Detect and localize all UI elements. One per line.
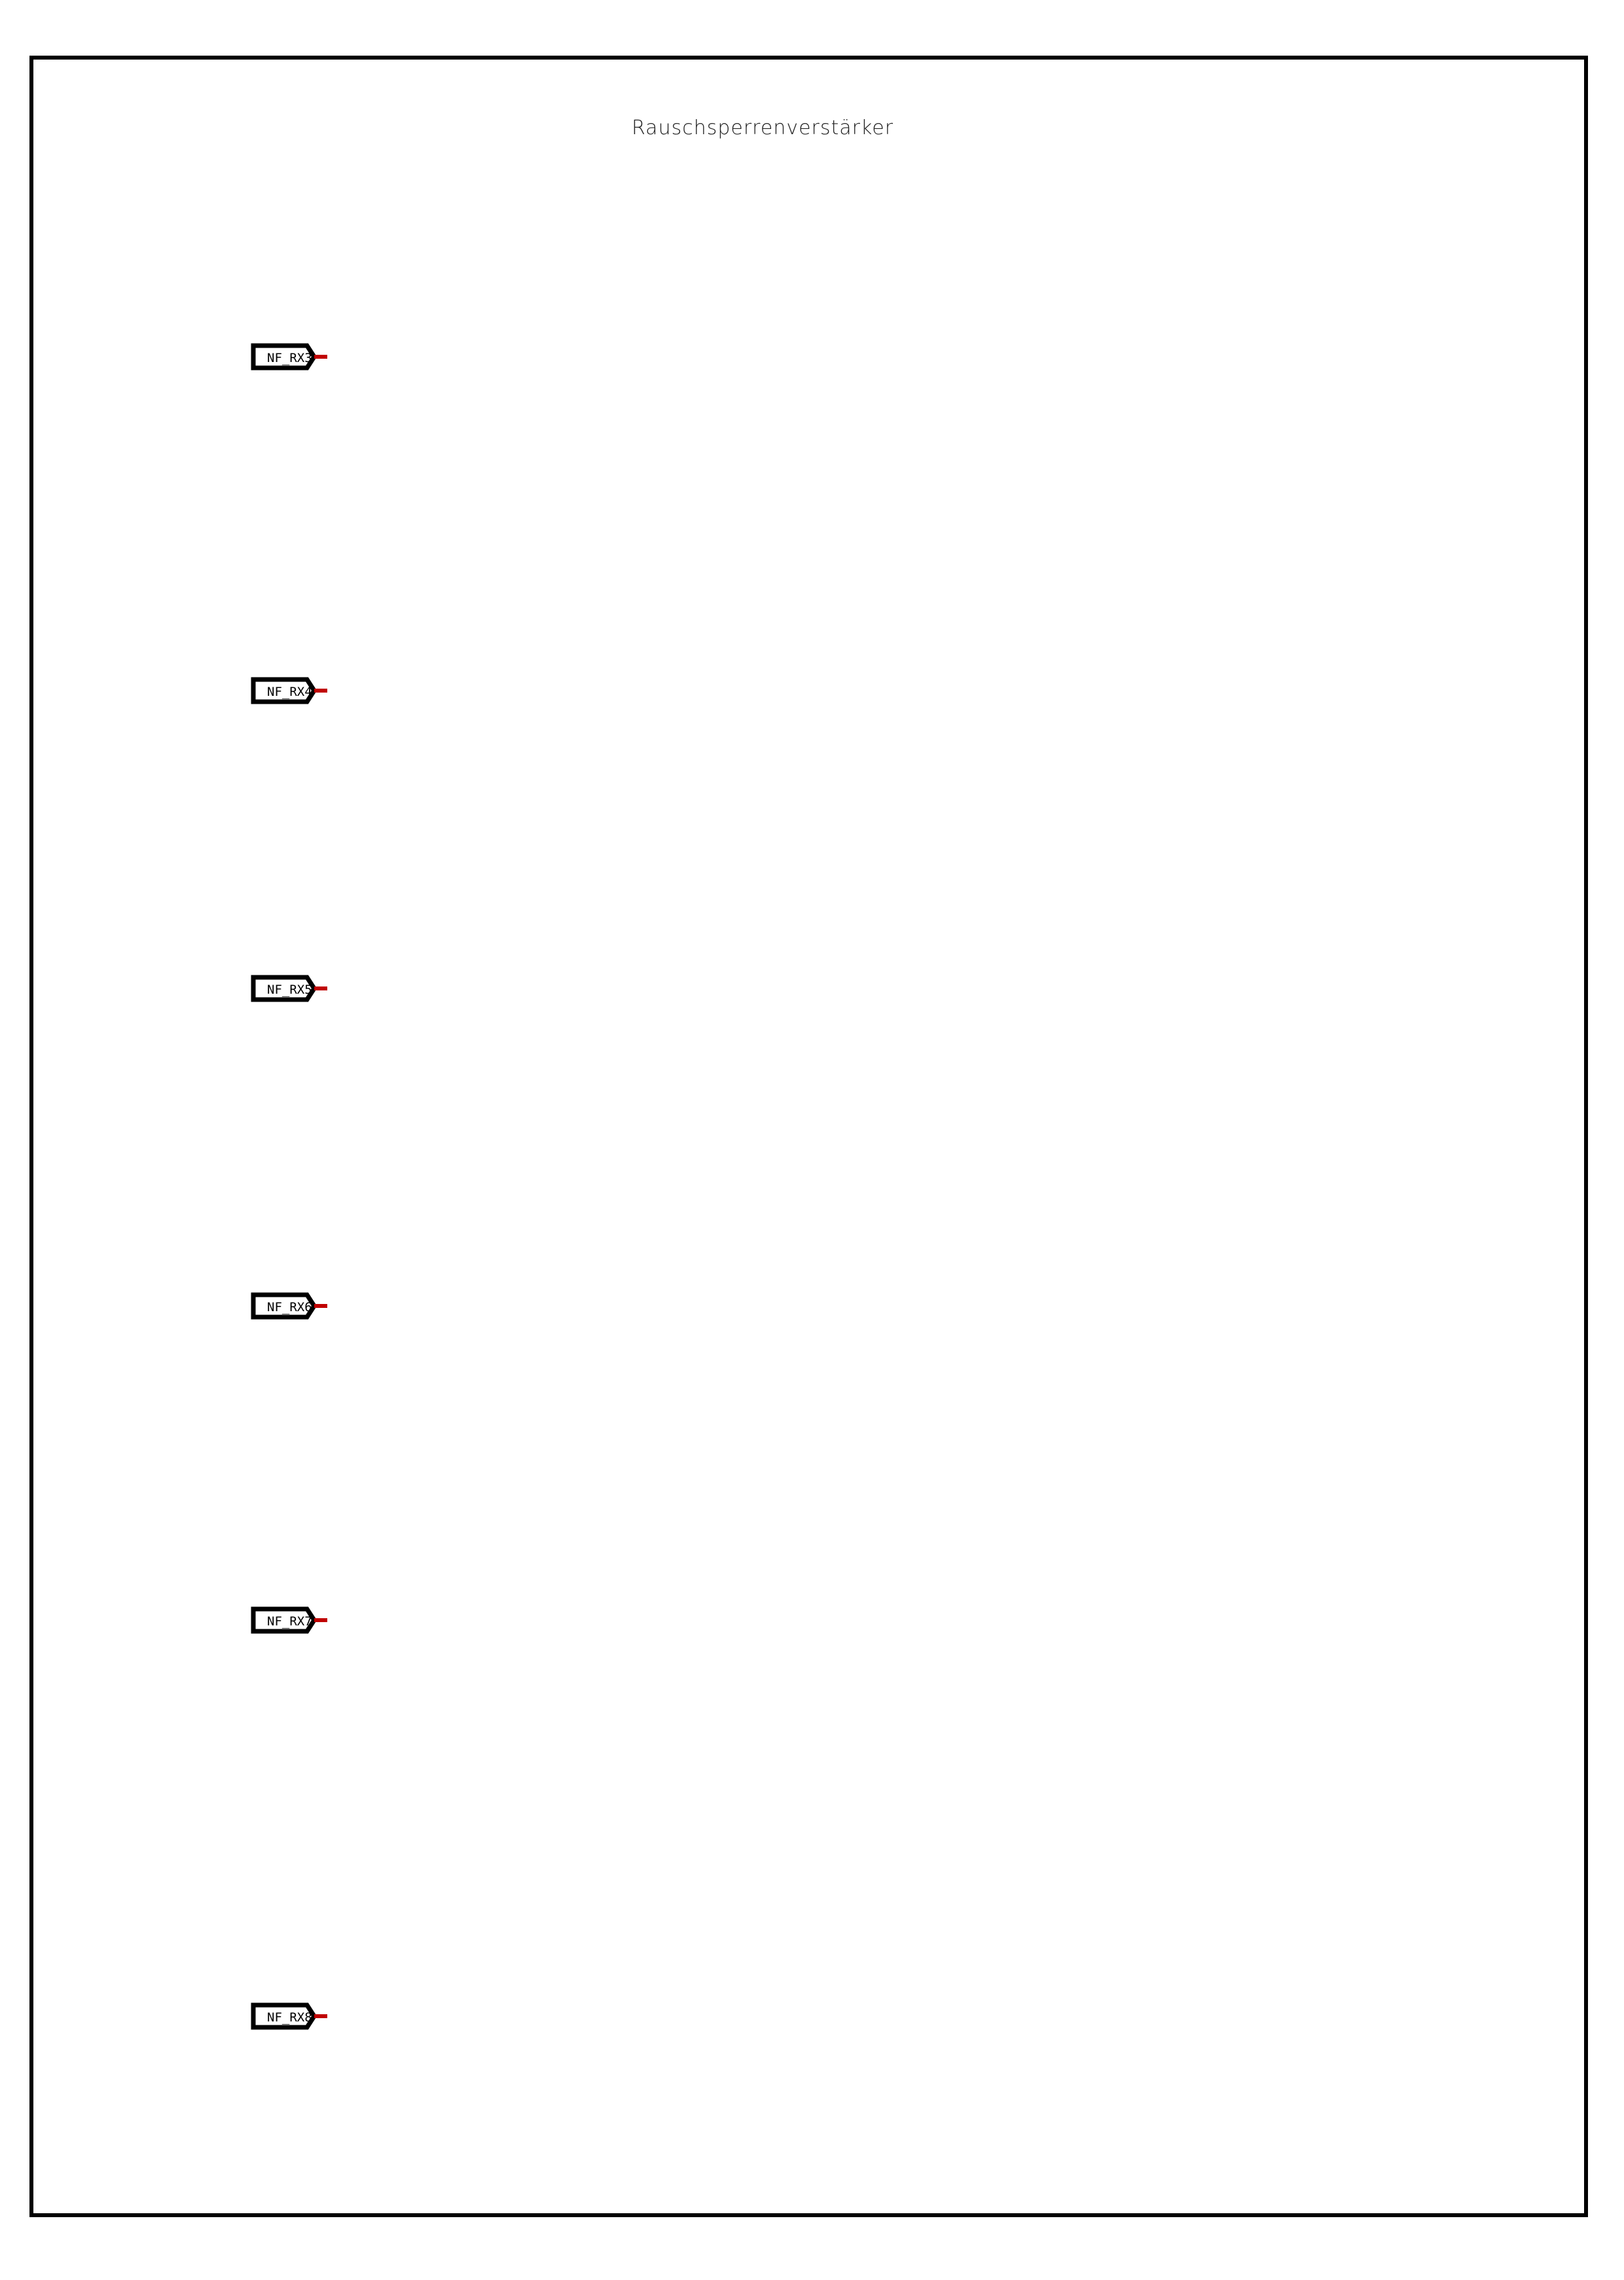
symbol-body [251,2002,317,2030]
input-port[interactable]: NF_RX6 [251,1292,317,1320]
symbol-body [251,975,317,1002]
amplifier-stages: NF_RX3 12 C44 4n7 12 C43 4n7 [251,343,327,2030]
squelch-stage-3: NF_RX5 12 C56 4n7 12 C55 4n7 [251,975,327,1002]
input-port-label: NF_RX5 [267,983,312,997]
input-port[interactable]: NF_RX4 [251,677,317,704]
input-port-label: NF_RX3 [267,351,312,365]
input-port-label: NF_RX6 [267,1300,312,1314]
drawing-frame [29,56,1588,2217]
input-port-label: NF_RX7 [267,1614,312,1629]
sheet-title: Rauschsperrenverstärker [632,117,893,139]
input-port[interactable]: NF_RX5 [251,975,317,1002]
squelch-stage-5: NF_RX7 12 C68 4n7 12 C67 4n7 [251,1606,327,1634]
symbol-body [251,677,317,704]
symbol-body [251,343,317,371]
symbol-body [251,1606,317,1634]
input-port[interactable]: NF_RX3 [251,343,317,371]
input-port-label: NF_RX8 [267,2010,312,2025]
input-port[interactable]: NF_RX8 [251,2002,317,2030]
squelch-stage-2: NF_RX4 12 C50 4n7 12 C49 4n7 [251,677,327,704]
input-port-label: NF_RX4 [267,685,312,699]
squelch-stage-1: NF_RX3 12 C44 4n7 12 C43 4n7 [251,343,327,371]
squelch-stage-4: NF_RX6 12 C62 4n7 12 C61 4n7 [251,1292,327,1320]
input-port[interactable]: NF_RX7 [251,1606,317,1634]
symbol-body [251,1292,317,1320]
squelch-stage-6: NF_RX8 12 C74 4n7 12 C73 4n7 [251,2002,327,2030]
